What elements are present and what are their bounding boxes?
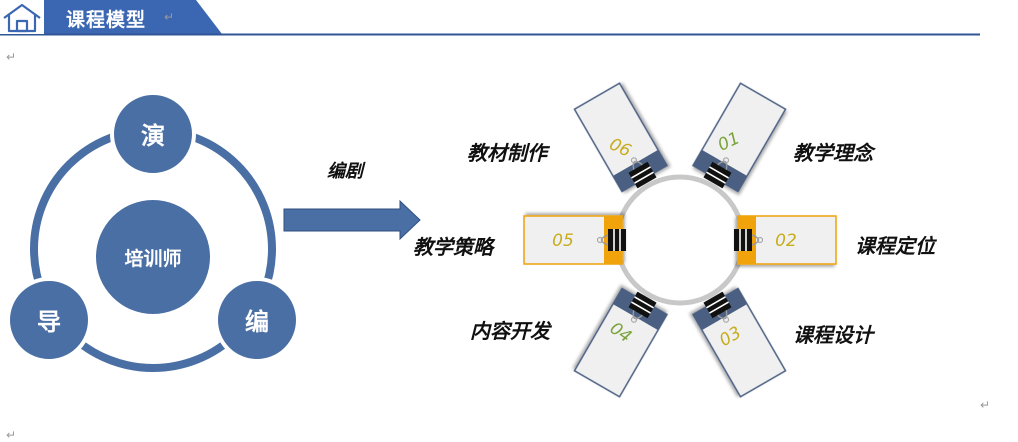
hub-ring <box>614 174 746 306</box>
trainer-node <box>96 200 210 314</box>
arrow-label: 编剧 <box>327 161 366 182</box>
card-06 <box>573 82 669 193</box>
trainer-label: 培训师 <box>124 247 181 270</box>
page-title: 课程模型 <box>66 9 147 31</box>
label-course-positioning: 课程定位 <box>855 234 938 258</box>
card-02 <box>733 215 837 265</box>
label-teaching-strategy: 教学策略 <box>413 235 496 259</box>
node-write-label: 编 <box>245 308 269 336</box>
node-write <box>214 277 300 363</box>
card-01 <box>691 82 787 193</box>
card-02-number: 02 <box>775 231 797 251</box>
paragraph-mark: ↵ <box>164 10 175 24</box>
node-act-label: 演 <box>141 122 165 150</box>
course-hub: 02 03 04 05 <box>413 82 938 398</box>
paragraph-mark: ↵ <box>6 428 17 442</box>
node-act <box>110 91 196 177</box>
card-03 <box>691 287 787 398</box>
card-05-number: 05 <box>552 231 574 251</box>
paragraph-mark: ↵ <box>980 398 991 412</box>
card-05 <box>523 215 627 265</box>
label-teaching-philosophy: 教学理念 <box>793 141 876 165</box>
label-materials-production: 教材制作 <box>467 141 551 165</box>
paragraph-mark: ↵ <box>6 50 17 64</box>
flow-arrow: 编剧 <box>283 161 421 241</box>
card-04 <box>573 287 669 398</box>
header-banner <box>0 0 980 36</box>
node-direct-label: 导 <box>37 308 61 336</box>
home-icon[interactable] <box>3 3 41 33</box>
label-course-design: 课程设计 <box>793 323 876 347</box>
node-direct <box>6 277 92 363</box>
header-band <box>0 0 222 34</box>
label-content-development: 内容开发 <box>470 319 553 343</box>
trainer-cycle: 培训师 演 编 导 <box>6 91 300 372</box>
